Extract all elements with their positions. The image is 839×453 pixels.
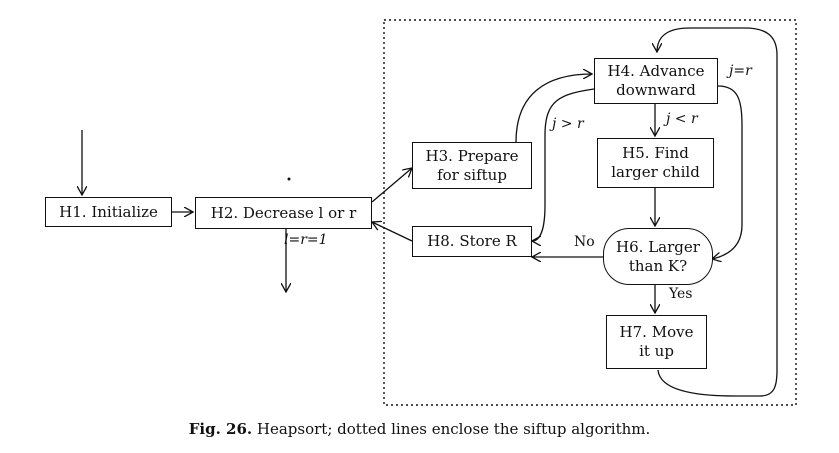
node-h8-store-r: H8. Store R: [412, 226, 532, 257]
label-j-eq-r: j=r: [729, 63, 752, 79]
edge-h4-h6: [712, 85, 743, 259]
label-j-gt-r: j > r: [552, 116, 584, 132]
label-no: No: [574, 234, 595, 250]
node-h4-advance-downward: H4. Advance downward: [594, 58, 718, 104]
edge-h3-h4: [515, 74, 592, 143]
edge-h8-h2: [372, 222, 413, 242]
node-h2-decrease: H2. Decrease l or r: [195, 197, 372, 229]
edge-h2-h3: [371, 168, 412, 203]
label-yes: Yes: [669, 286, 693, 302]
label-j-lt-r: j < r: [666, 111, 698, 127]
figure-caption: Fig. 26. Heapsort; dotted lines enclose …: [0, 420, 839, 438]
node-h3-prepare-siftup: H3. Prepare for siftup: [412, 142, 532, 189]
node-h5-find-larger-child: H5. Find larger child: [597, 138, 714, 188]
label-l-eq-r-eq-1: l=r=1: [284, 232, 328, 248]
stray-dot: [287, 177, 291, 181]
node-h6-larger-than-k: H6. Larger than K?: [603, 228, 713, 285]
figure-caption-label: Fig. 26.: [188, 420, 253, 438]
edge-h4-h8: [532, 88, 595, 241]
node-h7-move-it-up: H7. Move it up: [606, 315, 707, 369]
edge-h7-h4-loop: [657, 27, 778, 397]
figure-caption-text: Heapsort; dotted lines enclose the siftu…: [256, 420, 651, 438]
siftup-dotted-boundary: [383, 19, 797, 406]
node-h1-initialize: H1. Initialize: [45, 197, 172, 227]
